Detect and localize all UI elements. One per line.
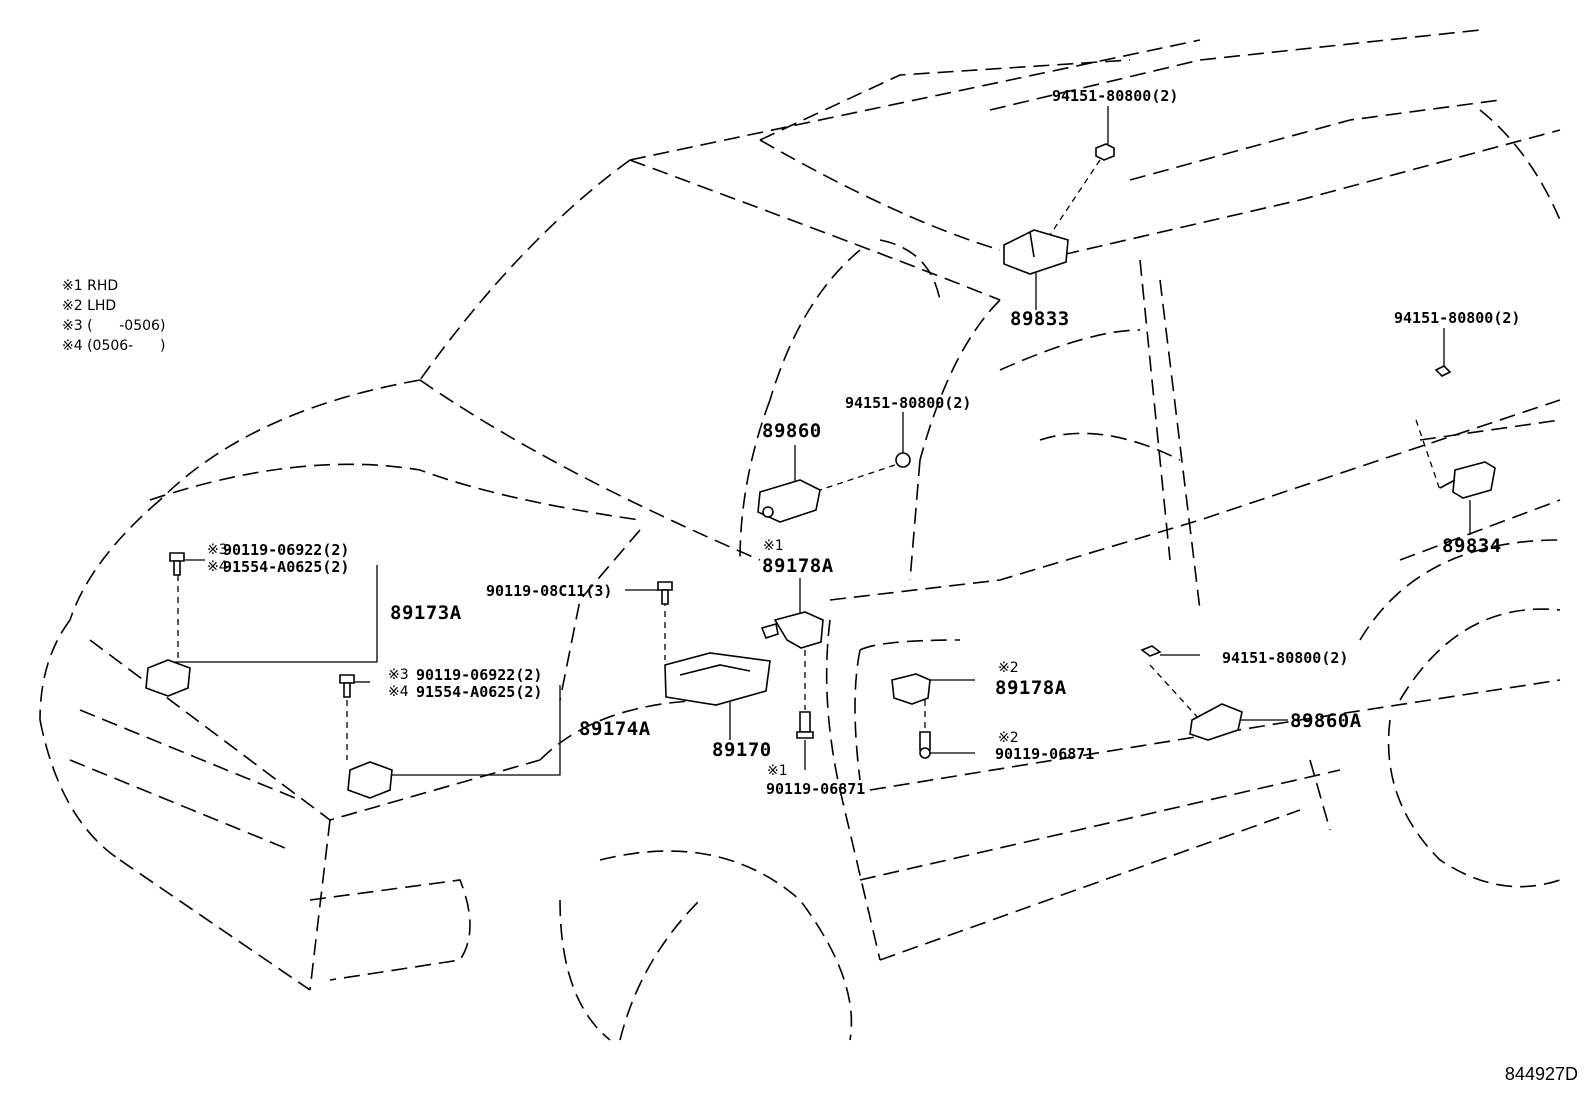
note-mark-lhd: ※2 bbox=[998, 660, 1019, 676]
note-mark-rhd: ※1 bbox=[763, 538, 784, 554]
bolt-icon-06871-rhd bbox=[796, 711, 814, 739]
legend-mark: ※2 bbox=[62, 298, 83, 314]
clip-icon-top bbox=[1095, 143, 1115, 161]
figure-number: 844927D bbox=[1504, 1064, 1578, 1084]
part-label-89860A[interactable]: 89860A bbox=[1290, 710, 1362, 732]
part-label-90119-06922-b[interactable]: 90119-06922(2) bbox=[416, 666, 543, 684]
part-label-89833[interactable]: 89833 bbox=[1010, 308, 1070, 330]
part-label-89178A-rhd[interactable]: 89178A bbox=[762, 555, 834, 577]
bolt-icon-89173A bbox=[169, 552, 185, 576]
part-label-91554-A0625-b[interactable]: 91554-A0625(2) bbox=[416, 683, 543, 701]
part-label-89174A[interactable]: 89174A bbox=[579, 718, 651, 740]
legend-text: (0506- ) bbox=[87, 338, 166, 354]
part-label-89178A-lhd[interactable]: 89178A bbox=[995, 677, 1067, 699]
part-label-89170[interactable]: 89170 bbox=[712, 739, 772, 761]
bolt-icon-08C11 bbox=[657, 581, 673, 605]
legend-mark: ※1 bbox=[62, 278, 83, 294]
vehicle-body-phantom-lines bbox=[39, 29, 1561, 1041]
legend-mark: ※3 bbox=[62, 318, 83, 334]
legend-mark: ※4 bbox=[62, 338, 83, 354]
sensor-89834-icon bbox=[1439, 461, 1496, 499]
legend: ※1 RHD ※2 LHD ※3 ( -0506) ※4 (0506- ) bbox=[62, 276, 165, 356]
note-mark-3: ※3 bbox=[388, 667, 409, 683]
legend-item: ※4 (0506- ) bbox=[62, 336, 165, 356]
note-mark-3: ※3 bbox=[207, 542, 228, 558]
clip-icon-mid bbox=[895, 452, 911, 468]
part-label-89173A[interactable]: 89173A bbox=[390, 602, 462, 624]
part-label-90119-06871-lhd[interactable]: 90119-06871 bbox=[995, 745, 1095, 763]
bolt-icon-06871-lhd bbox=[919, 731, 931, 759]
note-mark-rhd: ※1 bbox=[767, 763, 788, 779]
part-label-89834[interactable]: 89834 bbox=[1442, 535, 1502, 557]
part-label-94151-80800-mid[interactable]: 94151-80800(2) bbox=[845, 394, 972, 412]
legend-text: RHD bbox=[87, 278, 119, 294]
airbag-ecu-89170-icon bbox=[664, 652, 771, 706]
legend-text: LHD bbox=[87, 298, 117, 314]
part-label-91554-A0625-a[interactable]: 91554-A0625(2) bbox=[223, 558, 350, 576]
part-label-94151-80800-lower[interactable]: 94151-80800(2) bbox=[1222, 649, 1349, 667]
sensor-89833-icon bbox=[1003, 229, 1069, 275]
clip-icon-right bbox=[1434, 365, 1452, 377]
legend-item: ※1 RHD bbox=[62, 276, 165, 296]
note-mark-4: ※4 bbox=[207, 559, 228, 575]
bolt-icon-89174A bbox=[339, 674, 355, 698]
sensor-89178A-rhd-icon bbox=[760, 611, 824, 649]
sensor-89860-icon bbox=[757, 479, 821, 523]
legend-item: ※2 LHD bbox=[62, 296, 165, 316]
note-mark-4: ※4 bbox=[388, 684, 409, 700]
component-shapes bbox=[145, 143, 1496, 799]
part-label-90119-06871-rhd[interactable]: 90119-06871 bbox=[766, 780, 866, 798]
clip-icon-lower bbox=[1140, 645, 1162, 657]
part-label-90119-06922-a[interactable]: 90119-06922(2) bbox=[223, 541, 350, 559]
sensor-89174A-icon bbox=[347, 761, 393, 799]
part-label-90119-08C11[interactable]: 90119-08C11(3) bbox=[486, 582, 613, 600]
sensor-89860A-icon bbox=[1189, 703, 1243, 741]
legend-item: ※3 ( -0506) bbox=[62, 316, 165, 336]
part-label-89860[interactable]: 89860 bbox=[762, 420, 822, 442]
part-label-94151-80800-right[interactable]: 94151-80800(2) bbox=[1394, 309, 1521, 327]
legend-text: ( -0506) bbox=[87, 318, 166, 334]
sensor-89173A-icon bbox=[145, 659, 191, 697]
sensor-89178A-lhd-icon bbox=[891, 673, 931, 705]
part-label-94151-80800-top[interactable]: 94151-80800(2) bbox=[1052, 87, 1179, 105]
note-mark-lhd: ※2 bbox=[998, 730, 1019, 746]
